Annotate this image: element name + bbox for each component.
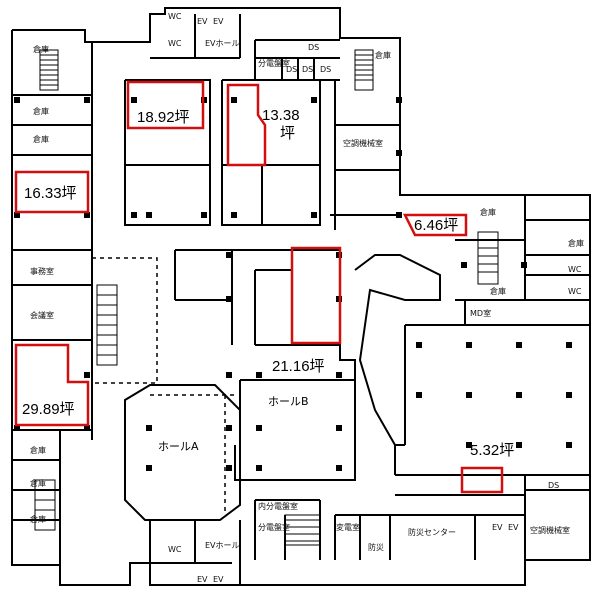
room-label: 倉庫: [33, 106, 49, 116]
room-label: 倉庫: [490, 286, 506, 296]
room-label: 倉庫: [30, 478, 46, 488]
room-label: DS: [548, 481, 559, 490]
room-label: 倉庫: [375, 50, 391, 60]
room-label: 内分電盤室: [258, 501, 298, 511]
area-16-33: [14, 170, 90, 214]
area-18-92: [126, 80, 205, 130]
room-label: 空調機械室: [530, 525, 570, 535]
room-label: WC: [568, 265, 582, 274]
room-label: 分電盤室: [258, 522, 290, 532]
room-label: WC: [168, 12, 182, 21]
room-label: EV: [213, 17, 224, 26]
area-label-13-38-num: 13.38: [262, 107, 300, 124]
hall-b-label: ホールB: [268, 395, 309, 408]
area-13-38: [226, 83, 267, 167]
room-label: WC: [568, 287, 582, 296]
room-label: DS: [320, 65, 331, 74]
area-5-32: [460, 466, 504, 494]
room-label: EV: [492, 523, 503, 532]
area-label-29-89: 29.89坪: [22, 401, 75, 418]
area-label-5-32: 5.32坪: [470, 442, 514, 459]
room-label: 倉庫: [480, 207, 496, 217]
dashed-partitions: [91, 257, 356, 515]
room-label: 変電室: [336, 522, 360, 532]
room-label: 防災センター: [408, 527, 456, 537]
room-label: 倉庫: [30, 445, 46, 455]
area-6-46: [402, 213, 468, 237]
room-label: 倉庫: [33, 44, 49, 54]
room-label: EV: [508, 523, 519, 532]
room-label: DS: [308, 43, 319, 52]
room-label: EVホール: [205, 39, 240, 48]
area-label-18-92: 18.92坪: [137, 109, 190, 126]
room-label: EV: [197, 17, 208, 26]
highlighted-areas: [14, 80, 504, 494]
room-label: DS: [286, 65, 297, 74]
room-label: 防災: [368, 542, 384, 552]
room-label: EV: [213, 575, 224, 584]
area-label-6-46: 6.46坪: [414, 217, 458, 234]
room-label: WC: [168, 39, 182, 48]
room-label: 分電盤室: [258, 58, 290, 68]
room-label: 空調機械室: [343, 138, 383, 148]
room-label: WC: [168, 545, 182, 554]
stairs: [34, 49, 499, 546]
walls: [11, 7, 591, 586]
area-label-13-38-unit: 坪: [280, 125, 295, 142]
room-label: 倉庫: [568, 238, 584, 248]
area-label-16-33: 16.33坪: [24, 185, 77, 202]
room-label: 倉庫: [30, 514, 46, 524]
room-labels: 倉庫 倉庫 倉庫 事務室 会議室 倉庫 倉庫 倉庫 WC WC EVホール DS…: [30, 12, 584, 584]
room-label: 会議室: [30, 310, 54, 320]
room-label: EV: [197, 575, 208, 584]
area-21-16: [290, 246, 342, 345]
area-29-89: [14, 343, 90, 427]
room-label: 倉庫: [33, 134, 49, 144]
room-label: 事務室: [30, 266, 54, 276]
room-label: DS: [302, 65, 313, 74]
room-label: EVホール: [205, 541, 240, 550]
area-label-21-16: 21.16坪: [272, 358, 325, 375]
room-label: MD室: [470, 308, 491, 318]
hall-a-label: ホールA: [158, 440, 199, 453]
